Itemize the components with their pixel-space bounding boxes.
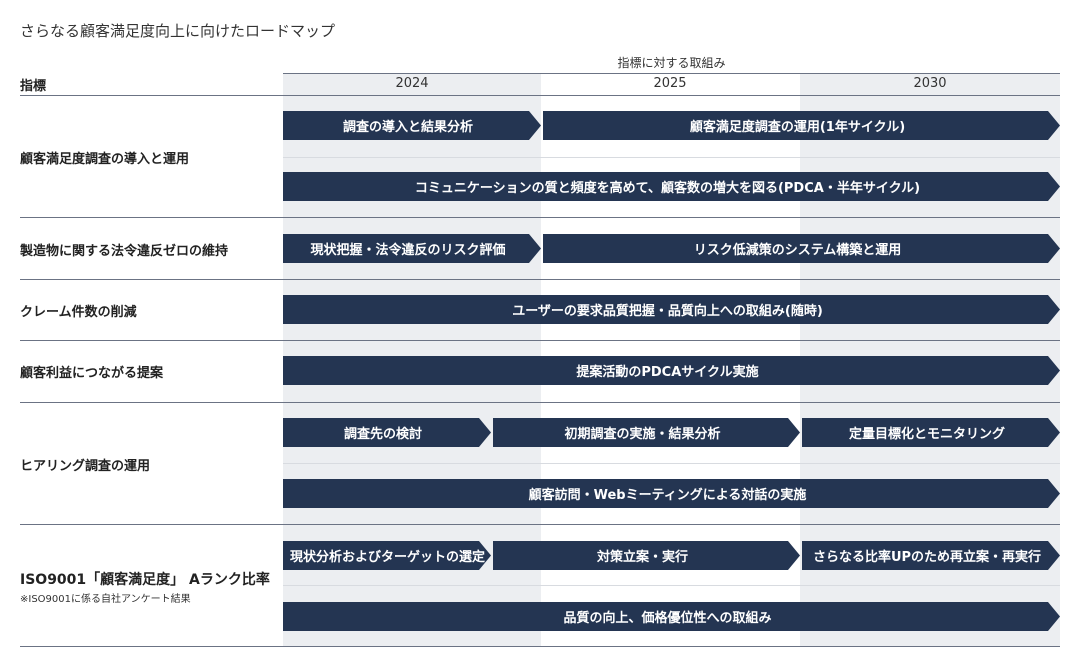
divider [283,73,1060,74]
roadmap-bar: 調査の導入と結果分析 [283,111,541,140]
sub-divider [283,585,1060,586]
divider [20,524,1060,525]
year-2024: 2024 [395,76,429,91]
divider [20,95,1060,96]
row-label: クレーム件数の削減 [20,305,137,320]
roadmap-bar: 現状分析およびターゲットの選定 [283,541,491,570]
roadmap-bar: 品質の向上、価格優位性への取組み [283,602,1060,631]
divider [20,217,1060,218]
roadmap-bar: さらなる比率UPのため再立案・再実行 [802,541,1060,570]
divider [20,402,1060,403]
sub-divider [283,157,1060,158]
row-label: 顧客利益につながる提案 [20,366,164,381]
roadmap-bar: 提案活動のPDCAサイクル実施 [283,356,1060,385]
row-label: 製造物に関する法令違反ゼロの維持 [20,244,229,259]
header-indicator: 指標 [20,79,47,94]
roadmap-bar: 対策立案・実行 [493,541,800,570]
row-label: 顧客満足度調査の導入と運用 [20,152,190,167]
year-2025: 2025 [653,76,687,91]
page-title: さらなる顧客満足度向上に向けたロードマップ [20,22,336,40]
header-group-label: 指標に対する取組み [617,56,726,70]
roadmap-bar: リスク低減策のシステム構築と運用 [543,234,1060,263]
divider [20,279,1060,280]
row-note: ※ISO9001に係る自社アンケート結果 [20,594,191,605]
roadmap-bar: ユーザーの要求品質把握・品質向上への取組み(随時) [283,295,1060,324]
divider [20,646,1060,647]
roadmap-bar: 調査先の検討 [283,418,491,447]
row-label: ISO9001「顧客満足度」 Aランク比率 [20,572,270,588]
year-2030: 2030 [913,76,947,91]
sub-divider [283,463,1060,464]
roadmap-bar: 顧客訪問・Webミーティングによる対話の実施 [283,479,1060,508]
row-label: ヒアリング調査の運用 [20,459,151,474]
divider [20,340,1060,341]
roadmap-bar: 顧客満足度調査の運用(1年サイクル) [543,111,1060,140]
roadmap-bar: 初期調査の実施・結果分析 [493,418,800,447]
roadmap-bar: コミュニケーションの質と頻度を高めて、顧客数の増大を図る(PDCA・半年サイクル… [283,172,1060,201]
roadmap-bar: 定量目標化とモニタリング [802,418,1060,447]
roadmap-bar: 現状把握・法令違反のリスク評価 [283,234,541,263]
